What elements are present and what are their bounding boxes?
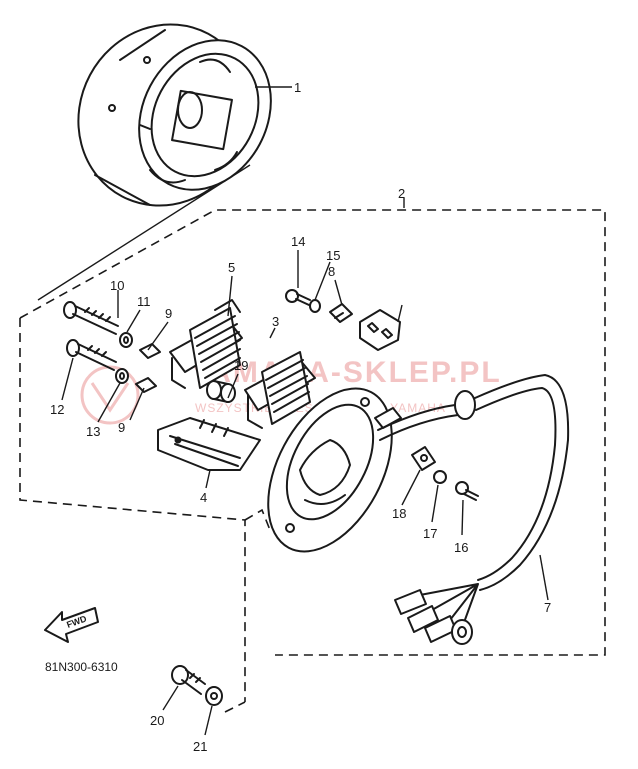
callout-9-upper: 9 bbox=[165, 306, 172, 321]
washer-17 bbox=[433, 470, 447, 484]
callout-15: 15 bbox=[326, 248, 340, 263]
coil-5 bbox=[169, 299, 243, 389]
wire-harness-7 bbox=[377, 374, 570, 645]
callout-12: 12 bbox=[50, 402, 64, 417]
screw-16 bbox=[455, 481, 479, 501]
callout-20: 20 bbox=[150, 713, 164, 728]
callout-10: 10 bbox=[110, 278, 124, 293]
watermark-logo-mark bbox=[90, 382, 130, 413]
callout-3: 3 bbox=[272, 314, 279, 329]
plate-6 bbox=[359, 309, 401, 351]
callout-19: 19 bbox=[234, 358, 248, 373]
bolt-10 bbox=[63, 301, 119, 335]
watermark-logo-icon bbox=[80, 365, 140, 425]
washer-21 bbox=[205, 686, 223, 706]
callout-2: 2 bbox=[398, 186, 405, 201]
washer-15 bbox=[309, 299, 321, 313]
clip-9-lower bbox=[135, 377, 157, 393]
callout-5: 5 bbox=[228, 260, 235, 275]
washer-13 bbox=[115, 368, 129, 384]
pickup-coil-4 bbox=[157, 417, 261, 471]
callout-14: 14 bbox=[291, 234, 305, 249]
clip-9-upper bbox=[139, 343, 161, 359]
leader-lines bbox=[61, 86, 549, 736]
callout-17: 17 bbox=[423, 526, 437, 541]
callout-4: 4 bbox=[200, 490, 207, 505]
coil-3 bbox=[244, 351, 316, 429]
callouts: 1 2 3 4 5 7 8 9 9 10 11 12 13 14 15 16 1… bbox=[50, 80, 551, 754]
callout-11: 11 bbox=[137, 294, 151, 309]
connector-1 bbox=[394, 589, 427, 615]
washer-11 bbox=[119, 332, 133, 348]
diagram-code: 81N300-6310 bbox=[45, 660, 118, 674]
watermark-title: YAMAHA-SKLEP.PL bbox=[190, 356, 502, 389]
connector-2 bbox=[407, 605, 439, 633]
clamp-18 bbox=[411, 446, 436, 471]
callout-21: 21 bbox=[193, 739, 207, 754]
callout-1: 1 bbox=[294, 80, 301, 95]
callout-18: 18 bbox=[392, 506, 406, 521]
callout-7: 7 bbox=[544, 600, 551, 615]
spacer-19 bbox=[206, 380, 236, 403]
fwd-arrow-icon: FWD bbox=[44, 607, 99, 643]
clamp-8 bbox=[329, 303, 353, 323]
callout-9-lower: 9 bbox=[118, 420, 125, 435]
flywheel-rotor bbox=[77, 23, 272, 207]
callout-16: 16 bbox=[454, 540, 468, 555]
bolt-20 bbox=[171, 665, 206, 695]
callout-13: 13 bbox=[86, 424, 100, 439]
stator-base-plate bbox=[267, 387, 402, 553]
bolt-12 bbox=[66, 339, 117, 371]
callout-8: 8 bbox=[328, 264, 335, 279]
stator-assembly-boundary bbox=[19, 164, 606, 713]
connector-4 bbox=[451, 619, 473, 645]
screw-14 bbox=[285, 289, 311, 306]
